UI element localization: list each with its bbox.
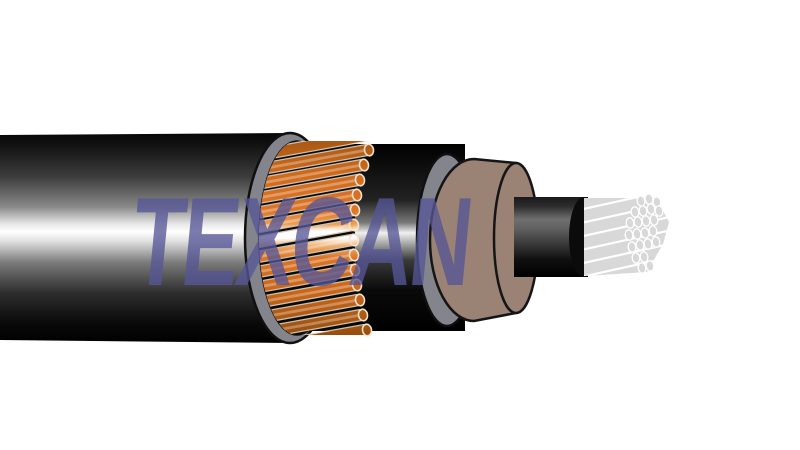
wire-tip: [354, 173, 366, 187]
neutral-wire: [259, 250, 353, 277]
wire-tip: [348, 218, 360, 232]
neutral-wire: [259, 190, 356, 218]
neutral-wire-tips: [348, 143, 375, 337]
neutral-wire: [259, 220, 353, 247]
neutral-wire: [259, 280, 356, 308]
neutral-wire: [259, 295, 359, 323]
strand-tip: [651, 236, 661, 248]
neutral-wire: [259, 175, 359, 203]
insulation-shield: [428, 157, 518, 323]
strand-tip: [648, 225, 658, 237]
neutral-wire: [259, 235, 353, 262]
neutral-wire: [259, 265, 354, 293]
strand-tip: [645, 260, 655, 272]
wire-tip: [349, 263, 361, 277]
strand-tip: [639, 251, 649, 263]
wire-tip: [354, 293, 366, 307]
wire-tip: [351, 278, 363, 292]
wire-tip: [363, 143, 375, 157]
wire-tip: [357, 308, 369, 322]
neutral-wire: [259, 325, 366, 335]
wire-tip: [361, 323, 373, 337]
wire-tip: [358, 158, 370, 172]
neutral-wire: [259, 145, 368, 175]
outer-jacket: [0, 133, 290, 343]
wire-tip: [348, 233, 360, 247]
strand-tip: [654, 205, 664, 217]
conductor-strand-tips: [624, 193, 664, 274]
neutral-wire: [259, 205, 354, 233]
conductor-strand: [584, 198, 669, 209]
strand-tip: [649, 214, 659, 226]
wire-tip: [349, 203, 361, 217]
strand-tip: [646, 203, 656, 215]
wire-tip: [348, 248, 360, 262]
wire-tip: [351, 188, 363, 202]
neutral-wire: [259, 160, 363, 189]
